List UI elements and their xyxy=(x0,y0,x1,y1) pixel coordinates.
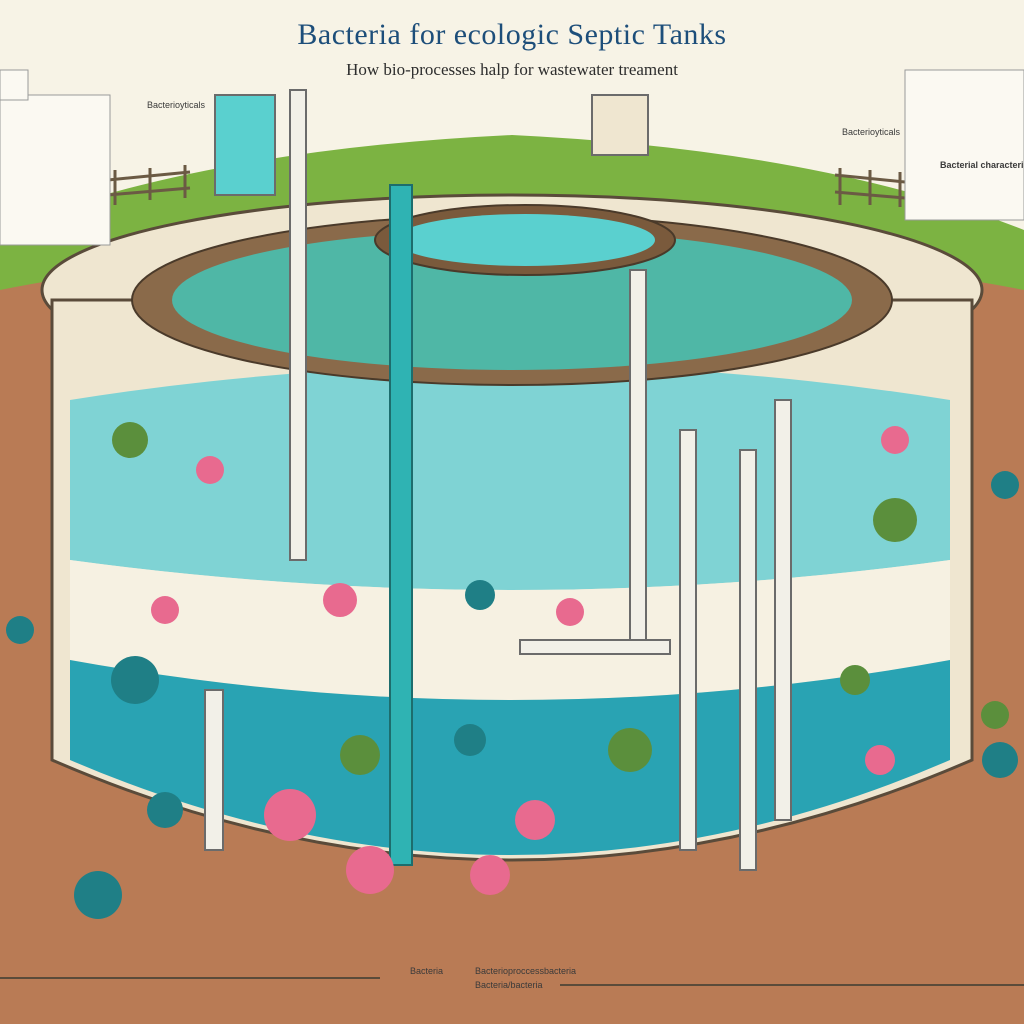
pipe-right-3 xyxy=(739,449,757,871)
page-title: Bacteria for ecologic Septic Tanks xyxy=(297,18,727,51)
bottom-center-label: Bacteria xyxy=(410,966,444,976)
pipe-right-2 xyxy=(679,429,697,851)
top-right-tag: Bacterioyticals xyxy=(842,127,901,137)
pipe-right-1 xyxy=(629,269,647,651)
sludge-layer xyxy=(70,560,950,700)
pipe-right-4 xyxy=(774,399,792,821)
tall-teal-pipe xyxy=(389,184,413,866)
center-water xyxy=(395,214,655,266)
page-subtitle: How bio-processes halp for wastewater tr… xyxy=(346,60,678,79)
bottom-center-caption-1: Bacterioproccessbacteria xyxy=(475,966,577,976)
right-callout-heading: Bacterial characteristics xyxy=(940,160,1024,170)
pipe-horizontal xyxy=(519,639,671,655)
pipe-bottom-left xyxy=(204,689,224,851)
left-callout-box xyxy=(0,94,111,246)
pipe-left xyxy=(289,89,307,561)
bacteria-cluster xyxy=(6,422,1019,919)
water-cylinder xyxy=(214,94,276,196)
right-callout-box xyxy=(904,69,1024,221)
fence-icon xyxy=(107,165,906,207)
inner-water-surface xyxy=(172,230,852,370)
left-tag-box xyxy=(0,69,29,101)
top-left-tag: Bacterioyticals xyxy=(147,100,206,110)
bottom-center-caption-2: Bacteria/bacteria xyxy=(475,980,543,990)
cone-filter xyxy=(591,94,649,156)
